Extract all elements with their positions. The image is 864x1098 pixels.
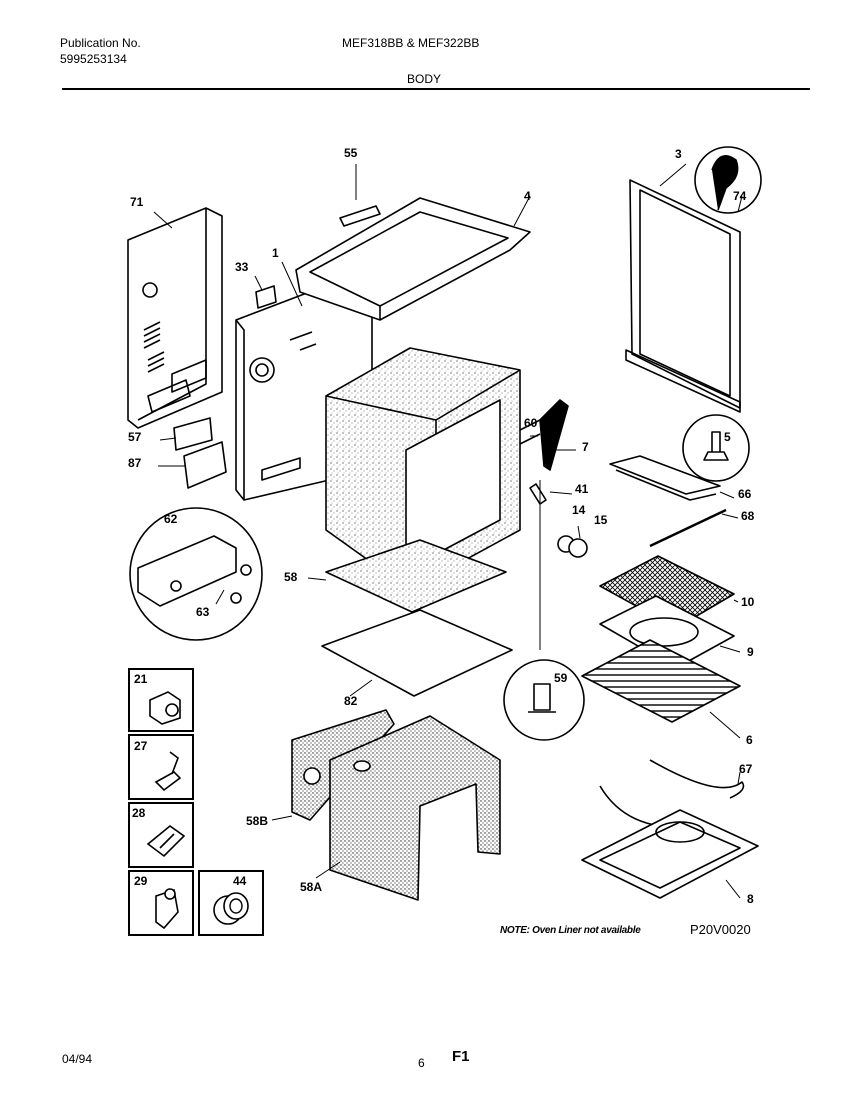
part-label: 74	[733, 189, 747, 203]
part-68-rod	[649, 508, 727, 548]
part-7-element	[539, 399, 569, 471]
part-8-door-liner	[581, 809, 759, 899]
part-label: 21	[134, 672, 148, 686]
publication-label: Publication No.	[60, 36, 141, 50]
part-3-door-frame	[625, 179, 741, 413]
footer-page: 6	[418, 1056, 425, 1070]
part-label: 55	[344, 146, 358, 160]
part-label: 8	[747, 892, 754, 906]
part-label: 57	[128, 430, 142, 444]
part-label: 41	[575, 482, 589, 496]
part-label: 62	[164, 512, 178, 526]
part-27-icon	[154, 751, 182, 792]
part-label: 9	[747, 645, 754, 659]
part-label: 60	[524, 416, 538, 430]
part-label: 44	[233, 874, 247, 888]
part-6-oven-rack	[581, 639, 741, 723]
part-label: 1	[272, 246, 279, 260]
part-15	[568, 538, 588, 558]
part-label: 10	[741, 595, 755, 609]
part-label: 3	[675, 147, 682, 161]
part-label: 33	[235, 260, 249, 274]
part-21-icon	[149, 691, 181, 725]
part-58a-insulation	[329, 715, 501, 901]
part-5-inset	[682, 414, 750, 482]
part-label: 71	[130, 195, 144, 209]
part-label: 15	[594, 513, 608, 527]
part-33-bracket	[255, 285, 277, 309]
oven-liner	[325, 347, 521, 591]
part-label: 29	[134, 874, 148, 888]
part-label: 27	[134, 739, 148, 753]
publication-number: 5995253134	[60, 52, 127, 66]
part-label: 63	[196, 605, 210, 619]
part-label: 87	[128, 456, 142, 470]
oven-liner-note: NOTE: Oven Liner not available	[500, 925, 641, 936]
part-58-bottom-panel	[325, 539, 507, 613]
footer-date: 04/94	[62, 1052, 93, 1066]
inset-box-44	[198, 870, 264, 936]
part-label: 4	[524, 189, 531, 203]
part-label: 67	[739, 762, 753, 776]
part-label: 5	[724, 430, 731, 444]
part-71-side-panel	[127, 207, 223, 429]
inset-box-28	[128, 802, 194, 868]
part-5-leveler	[703, 431, 729, 461]
part-label: 14	[572, 503, 586, 517]
part-label: 58A	[300, 880, 323, 894]
part-label: 7	[582, 440, 589, 454]
diagram-code: P20V0020	[690, 922, 751, 937]
part-29-icon	[155, 888, 179, 930]
part-28-icon	[146, 824, 186, 858]
part-label: 58B	[246, 814, 269, 828]
part-label: 66	[738, 487, 752, 501]
part-59-inset	[503, 659, 585, 741]
part-87	[183, 441, 227, 489]
part-74-knob	[711, 154, 739, 211]
part-41	[529, 483, 547, 505]
part-label: 82	[344, 694, 358, 708]
part-4-top-cover	[295, 197, 531, 321]
header-rule	[62, 88, 810, 90]
inset-box-29	[128, 870, 194, 936]
part-82-plate	[321, 609, 513, 697]
part-label: 59	[554, 671, 568, 685]
part-label: 28	[132, 806, 146, 820]
model-numbers: MEF318BB & MEF322BB	[342, 36, 480, 50]
part-57	[173, 417, 213, 451]
part-label: 58	[284, 570, 298, 584]
part-44-icon	[213, 892, 249, 925]
part-label: 68	[741, 509, 755, 523]
part-66-element	[609, 455, 721, 495]
part-55-bracket	[339, 205, 381, 227]
footer-section-code: F1	[452, 1048, 470, 1065]
inset-box-21	[128, 668, 194, 732]
section-title: BODY	[407, 72, 442, 86]
inset-box-27	[128, 734, 194, 800]
part-label: 6	[746, 733, 753, 747]
